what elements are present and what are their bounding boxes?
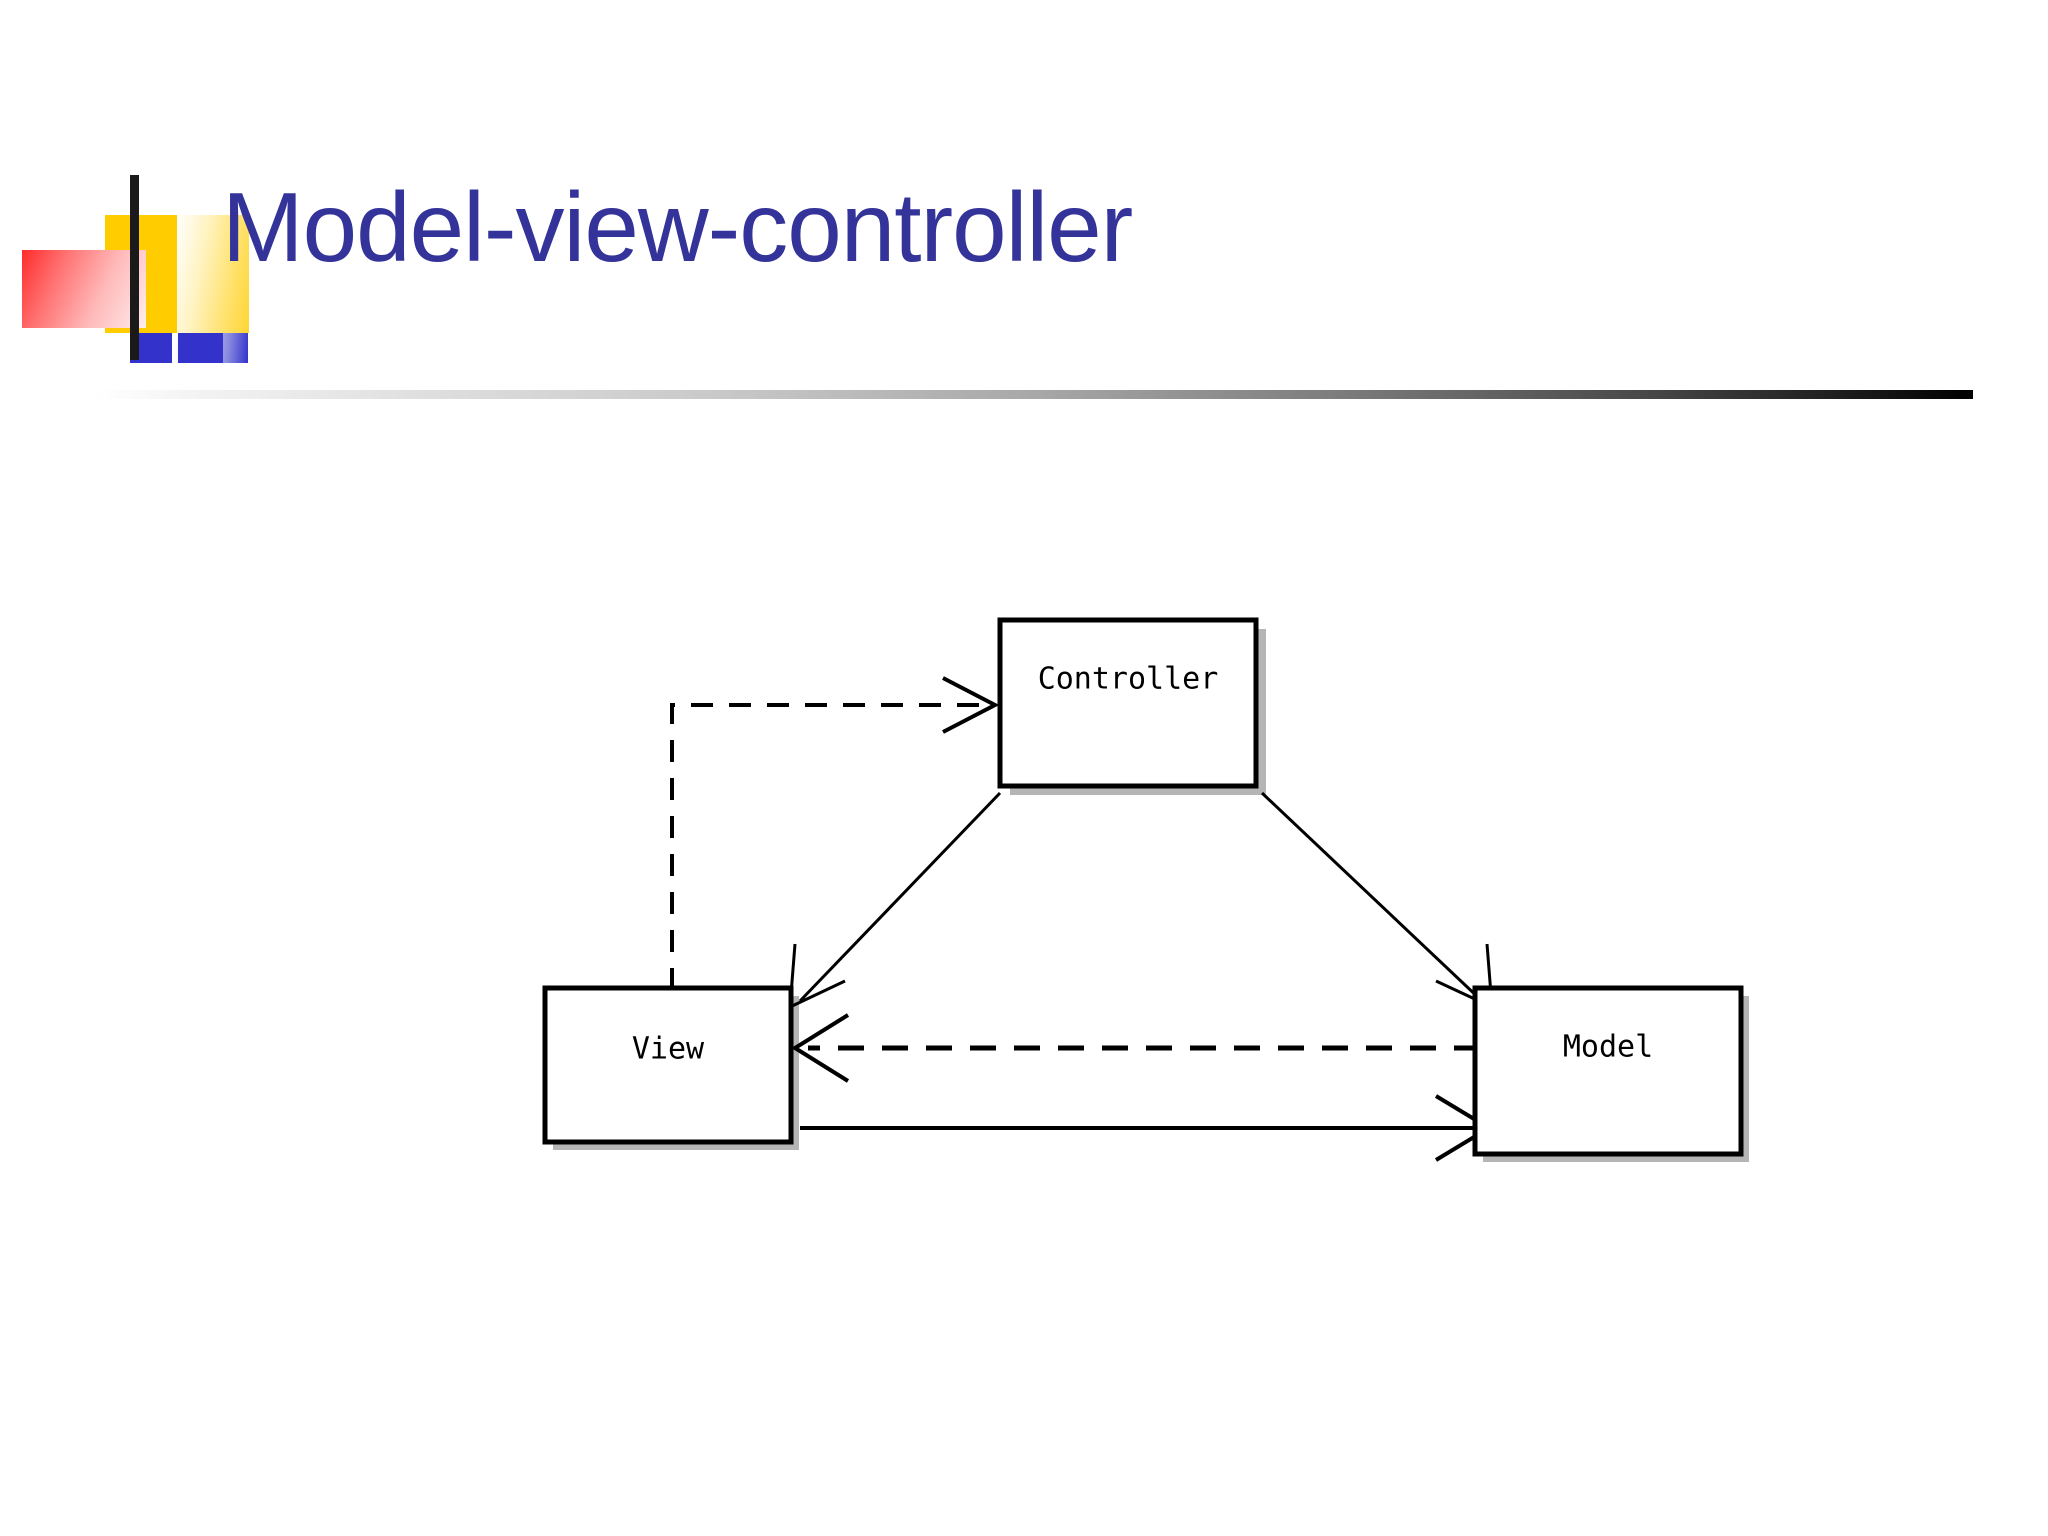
- model-box[interactable]: [1472, 985, 1744, 1157]
- controller-box[interactable]: [997, 617, 1259, 789]
- controller-label: Controller: [1038, 662, 1219, 697]
- edge-view-to-controller: [670, 676, 1000, 990]
- edge-model-to-view: [791, 1013, 1480, 1083]
- node-model[interactable]: Model: [1472, 985, 1744, 1157]
- page-title: Model-view-controller: [222, 172, 1133, 282]
- view-box[interactable]: [542, 985, 794, 1145]
- model-label: Model: [1563, 1030, 1653, 1065]
- slide-header: Model-view-controller: [0, 0, 2048, 420]
- node-view[interactable]: View: [542, 985, 794, 1145]
- view-label: View: [632, 1032, 705, 1067]
- node-controller[interactable]: Controller: [997, 617, 1259, 789]
- title-divider-rule: [95, 390, 1973, 399]
- logo-blue-square-right: [178, 333, 223, 363]
- logo-red-gradient-square: [22, 250, 146, 328]
- edge-view-to-model: [800, 1094, 1493, 1162]
- logo-yellow-gradient-square: [177, 215, 249, 333]
- logo-black-bar: [130, 175, 139, 360]
- edge-controller-to-view: [788, 791, 1002, 1010]
- edge-controller-to-model: [1260, 791, 1494, 1010]
- slide-logo: [20, 175, 320, 370]
